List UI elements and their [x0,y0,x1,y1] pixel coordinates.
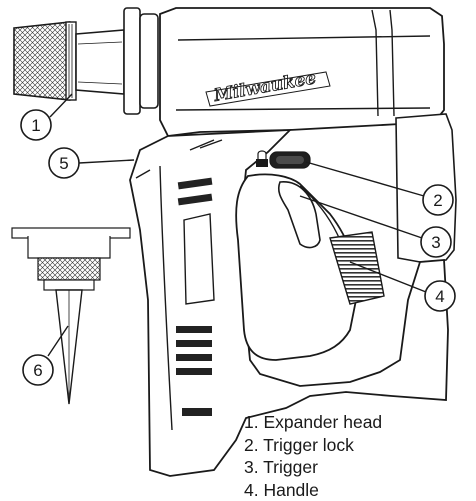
svg-text:6: 6 [33,361,42,380]
legend-item-handle: 4. Handle [244,479,382,501]
svg-text:5: 5 [59,154,68,173]
svg-text:2: 2 [433,191,442,210]
svg-text:4: 4 [435,287,444,306]
legend-item-trigger: 3. Trigger [244,456,382,479]
trigger-lock [256,151,310,168]
expander-head [14,8,158,114]
svg-text:3: 3 [431,233,440,252]
parts-legend: 1. Expander head 2. Trigger lock 3. Trig… [244,411,382,501]
legend-item-trigger-lock: 2. Trigger lock [244,434,382,457]
svg-text:1: 1 [31,116,40,135]
callout-5: 5 [49,148,134,178]
legend-item-expander-head: 1. Expander head [244,411,382,434]
callout-1: 1 [21,94,72,140]
